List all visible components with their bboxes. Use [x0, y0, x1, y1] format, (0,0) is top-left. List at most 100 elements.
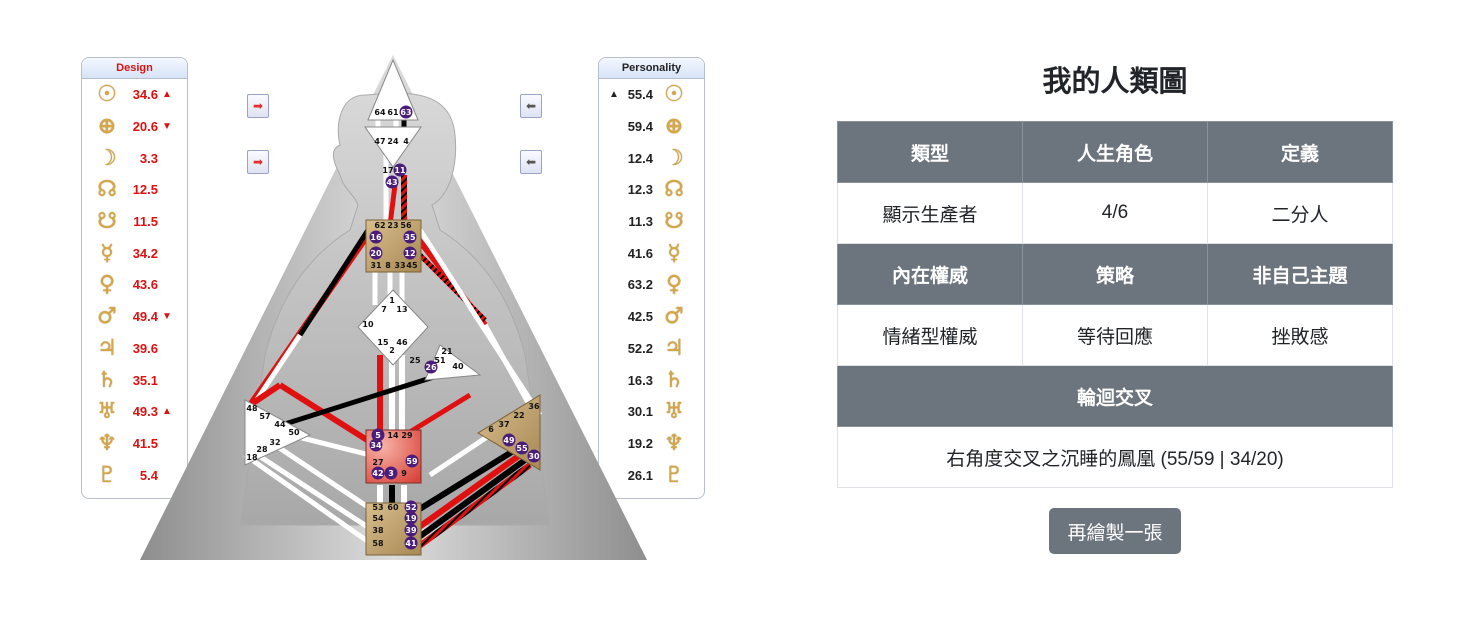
gate-number: 22: [513, 411, 524, 420]
header-type: 類型: [837, 121, 1023, 183]
gate-number: 42: [372, 469, 383, 478]
design-planet-row: ☋11.5: [82, 206, 187, 238]
gate-number: 62: [374, 221, 385, 230]
personality-planet-row: 59.4⊕: [599, 111, 704, 143]
planet-gate-value: 59.4: [627, 119, 653, 135]
value-type: 顯示生產者: [837, 182, 1023, 244]
planet-glyph-icon: ♆: [664, 430, 684, 456]
planet-glyph-icon: ♃: [97, 335, 117, 361]
arrow-left-icon: ⬅: [525, 155, 537, 169]
planet-glyph-icon: ☋: [664, 209, 684, 235]
planet-gate-value: 35.1: [132, 372, 158, 388]
gate-number: 9: [401, 469, 407, 478]
gate-number: 64: [374, 108, 386, 117]
design-planet-row: ⊕20.6▼: [82, 111, 187, 143]
gate-number: 25: [409, 356, 421, 365]
personality-planet-row: 16.3 ♄: [599, 364, 704, 396]
arrow-right-icon: ➡: [252, 99, 264, 113]
planet-arrow: ▼: [162, 121, 172, 133]
personality-prev-arrow-button[interactable]: ⬅: [520, 94, 542, 118]
gate-number: 56: [400, 221, 412, 230]
personality-planet-row: ▲55.4☉: [599, 79, 704, 111]
gate-number: 40: [452, 362, 464, 371]
planet-glyph-icon: ♃: [664, 335, 684, 361]
gate-number: 51: [434, 356, 446, 365]
personality-planet-row: 30.1♅: [599, 396, 704, 428]
gate-activation-dot: [404, 511, 418, 525]
planet-gate-value: 39.6: [132, 340, 158, 356]
planet-gate-value: 42.5: [627, 309, 653, 325]
planet-arrow: ▲: [162, 89, 172, 101]
gate-number: 16: [370, 233, 382, 242]
gate-activation-dot: [404, 500, 418, 514]
gate-number: 60: [387, 503, 399, 512]
planet-glyph-icon: ♄: [664, 367, 684, 393]
gate-number: 33: [394, 261, 405, 270]
gate-activation-dot: [405, 454, 419, 468]
gate-activation-dot: [369, 246, 383, 260]
design-next-arrow-button-2[interactable]: ➡: [247, 150, 269, 174]
throat-center: [365, 219, 422, 273]
planet-glyph-icon: ☿: [667, 240, 681, 266]
gate-number: 32: [269, 438, 280, 447]
value-profile: 4/6: [1022, 182, 1208, 244]
planet-glyph-icon: ♇: [664, 462, 684, 488]
gate-number: 41: [405, 539, 417, 548]
gate-number: 17: [382, 166, 393, 175]
design-planet-row: ☉34.6▲: [82, 79, 187, 111]
gate-number: 21: [441, 347, 453, 356]
planet-gate-value: 12.4: [627, 150, 653, 166]
header-not-self-theme: 非自己主題: [1207, 243, 1393, 305]
g-center: [357, 289, 429, 366]
planet-gate-value: 16.3: [627, 372, 653, 388]
personality-prev-arrow-button-2[interactable]: ⬅: [520, 150, 542, 174]
gate-number: 46: [396, 338, 408, 347]
planet-gate-value: 26.1: [627, 467, 653, 483]
planet-gate-value: 55.4: [627, 87, 653, 103]
planet-glyph-icon: ♇: [97, 462, 117, 488]
gate-number: 59: [406, 457, 418, 466]
gate-number: 24: [387, 137, 399, 146]
design-next-arrow-button[interactable]: ➡: [247, 94, 269, 118]
gate-number: 58: [372, 539, 384, 548]
planet-gate-value: 12.3: [627, 182, 653, 198]
value-authority: 情緒型權威: [837, 304, 1023, 366]
gate-number: 20: [370, 249, 382, 258]
gate-number: 48: [246, 404, 258, 413]
value-strategy: 等待回應: [1022, 304, 1208, 366]
planet-gate-value: 5.4: [139, 467, 158, 483]
gate-number: 29: [401, 431, 413, 440]
gate-number: 12: [404, 249, 415, 258]
personality-planet-row: 52.2♃: [599, 333, 704, 365]
design-planet-row: ♀43.6: [82, 269, 187, 301]
gate-number: 57: [259, 412, 270, 421]
planet-gate-value: 41.5: [132, 435, 158, 451]
gate-number: 2: [389, 346, 395, 355]
gate-number: 37: [498, 420, 509, 429]
gate-number: 31: [370, 261, 382, 270]
planet-glyph-icon: ♂: [664, 304, 684, 330]
gate-number: 10: [362, 320, 374, 329]
personality-panel: Personality ▲55.4☉59.4⊕12.4☽12.3☊11.3☋41…: [598, 57, 705, 499]
gate-number: 45: [406, 261, 418, 270]
gate-activation-dot: [371, 466, 385, 480]
gate-number: 43: [386, 178, 397, 187]
planet-gate-value: 34.6: [132, 87, 158, 103]
redraw-button[interactable]: 再繪製一張: [1049, 508, 1181, 554]
design-panel: Design ☉34.6▲⊕20.6▼☽3.3☊12.5☋11.5☿34.2♀4…: [81, 57, 188, 499]
design-planet-row: ♂49.4▼: [82, 301, 187, 333]
header-strategy: 策略: [1022, 243, 1208, 305]
gate-number: 14: [387, 431, 399, 440]
planet-glyph-icon: ⊕: [97, 114, 117, 140]
gate-number: 6: [488, 425, 494, 434]
planet-gate-value: 3.3: [139, 150, 158, 166]
gate-number: 34: [370, 441, 382, 450]
planet-gate-value: 63.2: [627, 277, 653, 293]
arrow-right-icon: ➡: [252, 155, 264, 169]
personality-planet-row: 26.1 ♇: [599, 459, 704, 491]
personality-planet-row: 41.6☿: [599, 237, 704, 269]
header-authority: 內在權威: [837, 243, 1023, 305]
chart-info-table: 類型 人生角色 定義 顯示生產者 4/6 二分人 內在權威 策略 非自己主題 情…: [837, 121, 1393, 488]
header-definition: 定義: [1207, 121, 1393, 183]
